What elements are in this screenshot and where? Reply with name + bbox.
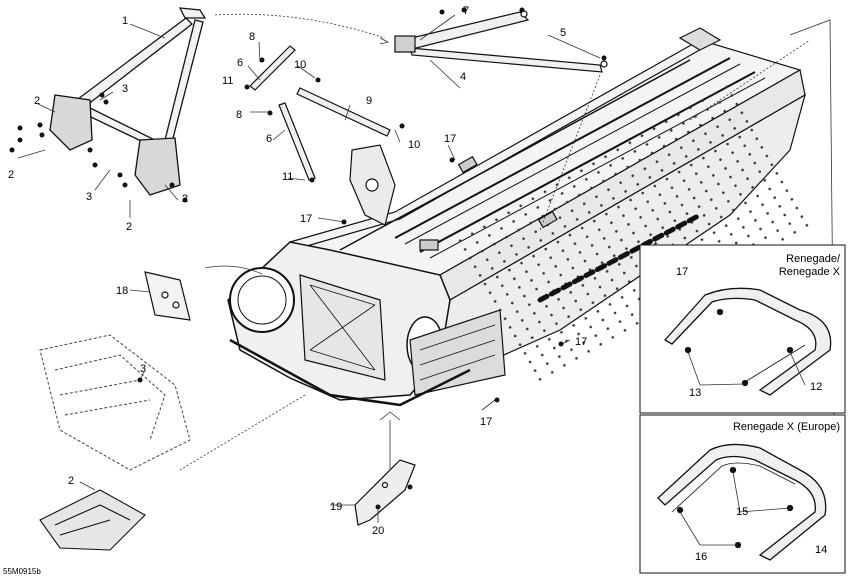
callout-labels: 1 2 3 2 3 2 2 7 5 4 8 6 10 11 9 8 6 10 1… (8, 5, 827, 563)
callout-18: 18 (116, 285, 128, 297)
callout-5: 5 (560, 27, 566, 39)
callout-10: 10 (294, 59, 306, 71)
callout-14: 14 (815, 544, 827, 556)
inset-title-line2: Renegade X (779, 266, 841, 278)
callout-12: 12 (810, 381, 822, 393)
inset-title-line1: Renegade/ (786, 253, 841, 265)
callout-15: 15 (736, 506, 748, 518)
callout-11: 11 (282, 171, 293, 183)
callout-2: 2 (68, 475, 74, 487)
callout-17: 17 (444, 133, 456, 145)
callout-17: 17 (480, 416, 492, 428)
callout-13: 13 (689, 387, 701, 399)
callout-3: 3 (86, 191, 92, 203)
figure-code: 55M0915b (3, 567, 41, 576)
callout-7: 7 (463, 5, 469, 17)
callout-2: 2 (34, 95, 40, 107)
callout-9: 9 (366, 95, 372, 107)
callout-3: 3 (140, 363, 146, 375)
lower-front-bracket (354, 459, 416, 526)
rear-bumper-12 (663, 287, 832, 396)
callout-17: 17 (676, 266, 688, 278)
inset-renegade: Renegade/ Renegade X (639, 244, 846, 414)
callout-16: 16 (695, 551, 707, 563)
callout-6: 6 (237, 57, 243, 69)
callout-8: 8 (236, 109, 242, 121)
steering-brace (394, 10, 608, 73)
rear-bumper-14 (657, 443, 827, 561)
steering-support-frame (49, 7, 207, 196)
inset-renegade-europe: Renegade X (Europe) (639, 414, 846, 574)
callout-20: 20 (372, 525, 384, 537)
callout-17: 17 (575, 336, 587, 348)
callout-2: 2 (8, 169, 14, 181)
fasteners (9, 7, 663, 510)
callout-11: 11 (222, 75, 233, 87)
phantom-footrest-assembly (39, 334, 191, 471)
tunnel-chassis (227, 27, 812, 407)
inset-title-europe: Renegade X (Europe) (733, 421, 840, 433)
plate-18 (144, 271, 191, 321)
callout-6: 6 (266, 133, 272, 145)
callout-4: 4 (460, 71, 466, 83)
callout-3: 3 (122, 83, 128, 95)
callout-19: 19 (330, 501, 342, 513)
callout-17: 17 (300, 213, 312, 225)
callout-1: 1 (122, 15, 128, 27)
lower-bracket-assembly (39, 489, 146, 551)
engine-bracket (349, 144, 396, 226)
callout-2: 2 (126, 221, 132, 233)
callout-8: 8 (249, 31, 255, 43)
support-rods (249, 45, 391, 181)
callout-2: 2 (182, 193, 188, 205)
callout-10: 10 (408, 139, 420, 151)
